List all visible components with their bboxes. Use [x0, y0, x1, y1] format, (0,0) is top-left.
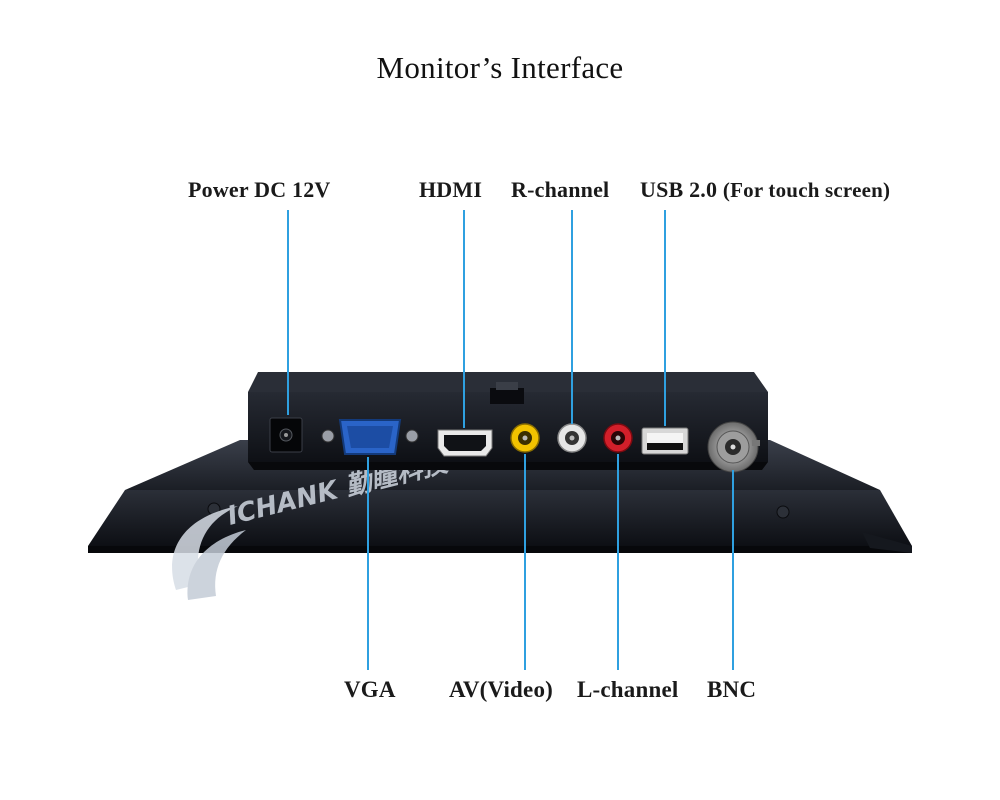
port-r-channel: [557, 423, 587, 453]
rear-control-box: [248, 372, 768, 470]
leader-r-channel: [571, 210, 573, 424]
leader-vga: [367, 457, 369, 670]
leader-power: [287, 210, 289, 415]
port-l-channel: [603, 423, 633, 453]
label-bnc: BNC: [707, 677, 757, 702]
label-usb: USB 2.0 (For touch screen): [640, 177, 890, 203]
leader-l-channel: [617, 454, 619, 670]
port-hdmi: [437, 429, 493, 457]
page-title: Monitor’s Interface: [376, 50, 624, 85]
port-power: [269, 417, 303, 453]
leader-hdmi: [463, 210, 465, 428]
label-l-channel: L-channel: [577, 677, 679, 702]
leader-usb: [664, 210, 666, 426]
label-hdmi: HDMI: [419, 177, 483, 202]
leader-av-video: [524, 454, 526, 670]
label-av-video: AV(Video): [449, 677, 554, 702]
label-usb-main: USB 2.0: [640, 177, 718, 202]
leader-bnc: [732, 470, 734, 670]
port-bnc: [707, 421, 760, 473]
label-power-dc: Power DC 12V: [188, 177, 331, 202]
label-usb-note: (For touch screen): [722, 178, 891, 202]
port-vga: [321, 419, 419, 455]
port-usb: [641, 427, 689, 455]
label-vga: VGA: [344, 677, 396, 702]
label-r-channel: R-channel: [511, 177, 610, 202]
port-av-video: [510, 423, 540, 453]
